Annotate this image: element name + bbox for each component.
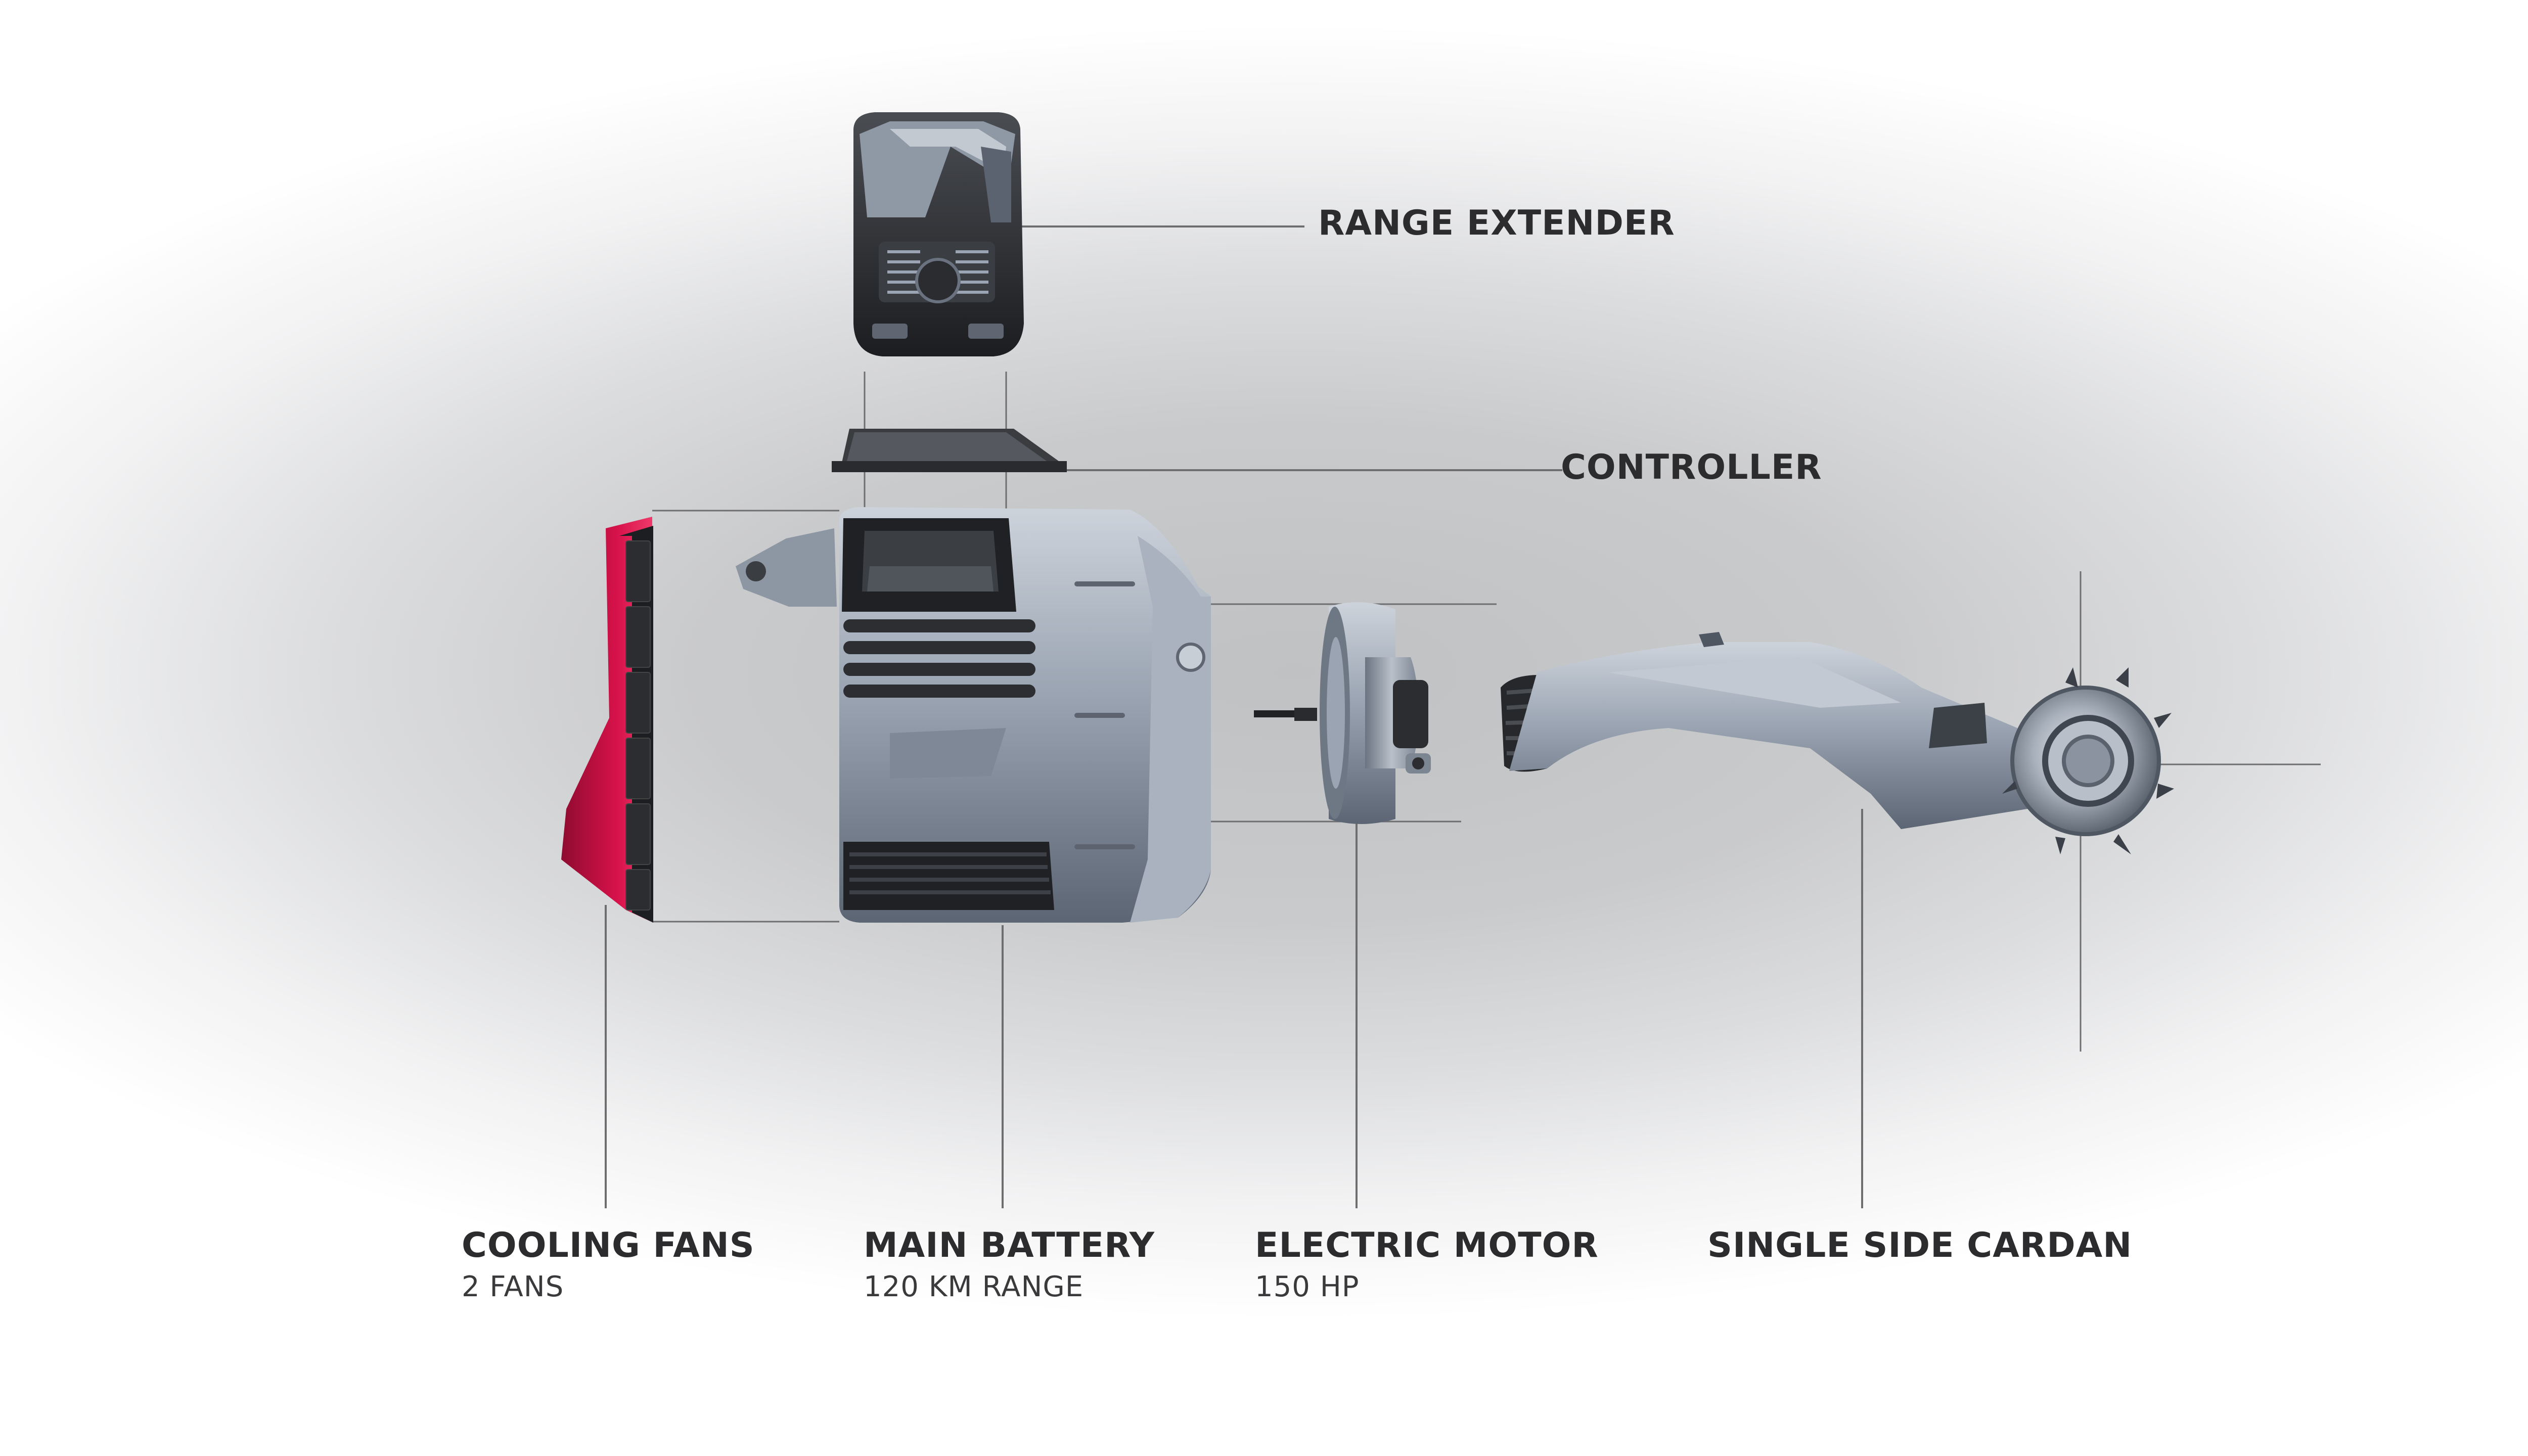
single-side-cardan-label: SINGLE SIDE CARDAN xyxy=(1707,1225,2132,1265)
cooling-fans-title: COOLING FANS xyxy=(462,1225,755,1265)
leader-lines xyxy=(605,225,2321,1208)
main-battery-detail: 120 KM RANGE xyxy=(864,1270,1084,1303)
electric-motor-title: ELECTRIC MOTOR xyxy=(1255,1225,1599,1265)
cardan-icon xyxy=(1501,632,2174,854)
cooling-fans-detail: 2 FANS xyxy=(462,1270,564,1303)
cooling-fans-label: COOLING FANS 2 FANS xyxy=(462,1225,755,1303)
main-battery-label: MAIN BATTERY 120 KM RANGE xyxy=(864,1225,1155,1303)
controller-label: CONTROLLER xyxy=(1561,447,1822,487)
range-extender-label: RANGE EXTENDER xyxy=(1318,203,1675,243)
main-battery-title: MAIN BATTERY xyxy=(864,1225,1155,1265)
controller-title: CONTROLLER xyxy=(1561,447,1822,487)
range-extender-icon xyxy=(853,112,1024,356)
electric-motor-detail: 150 HP xyxy=(1255,1270,1360,1303)
controller-icon xyxy=(832,429,1067,472)
main-battery-icon xyxy=(736,507,1211,923)
electric-motor-label: ELECTRIC MOTOR 150 HP xyxy=(1255,1225,1599,1303)
electric-motor-icon xyxy=(1254,602,1431,824)
cooling-fans-icon xyxy=(561,517,653,923)
range-extender-title: RANGE EXTENDER xyxy=(1318,203,1675,243)
single-side-cardan-title: SINGLE SIDE CARDAN xyxy=(1707,1225,2133,1265)
